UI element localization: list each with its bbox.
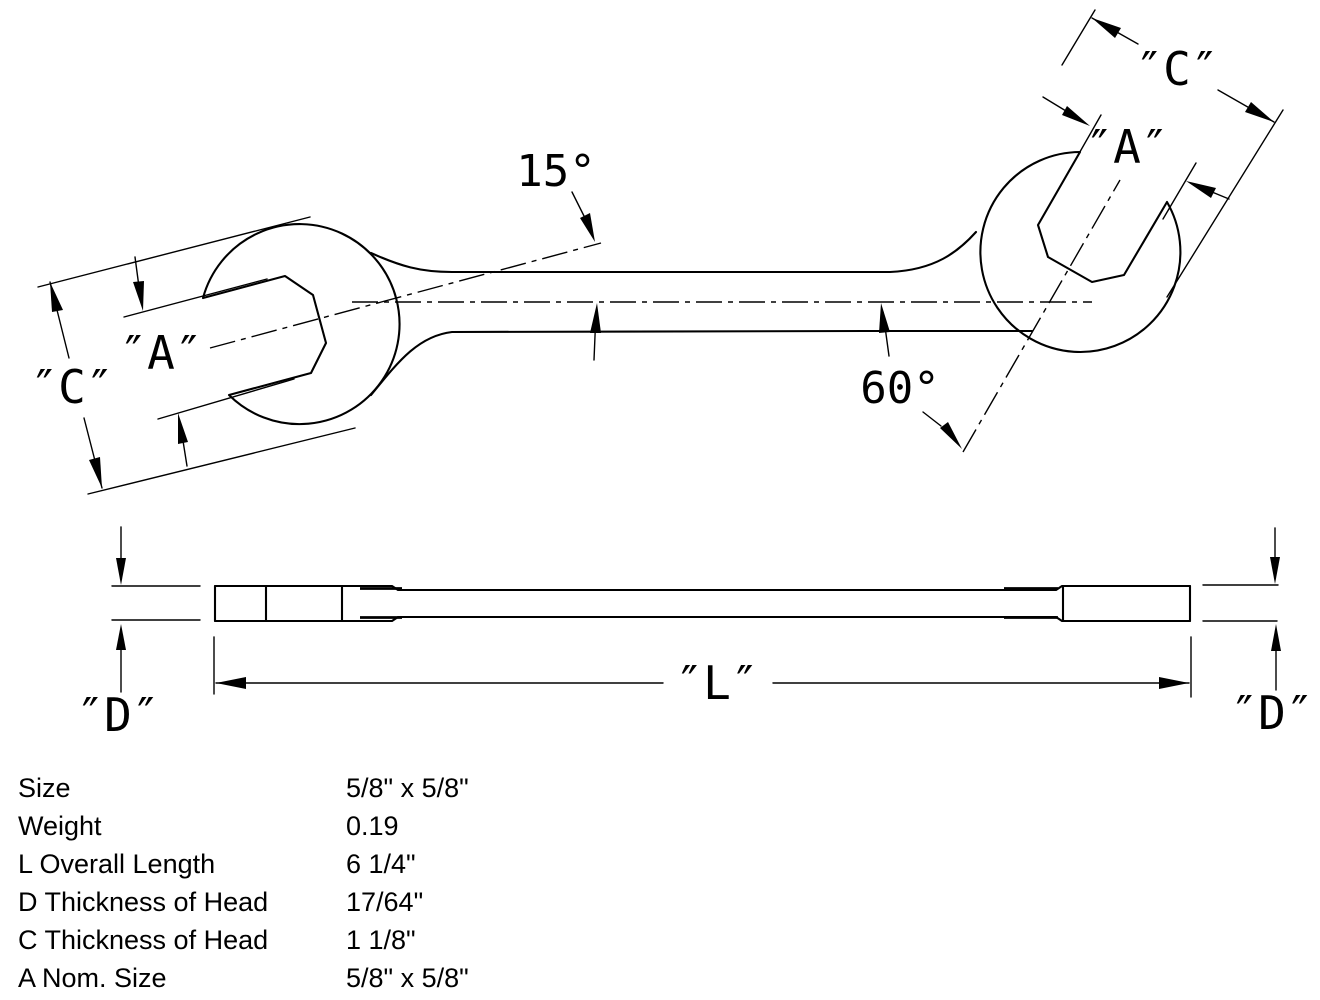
dim-a-left-arrow-top xyxy=(133,281,144,311)
angle-60-arrow xyxy=(940,422,962,449)
shaft-top-edge xyxy=(369,230,978,274)
dim-c-left-label: ″C″ xyxy=(30,360,113,414)
dim-c-right-arrow-top xyxy=(1092,18,1121,38)
dim-d-left-label: ″D″ xyxy=(76,688,159,742)
dim-d-left-arrow-top xyxy=(116,558,126,585)
dim-a-right-label: ″A″ xyxy=(1085,120,1168,174)
right-head-outline xyxy=(979,150,1182,354)
dim-a-right-tail-top xyxy=(1042,96,1067,112)
dim-a-left-arrow-bottom xyxy=(178,413,188,444)
spec-value-overall-length: 6 1/4" xyxy=(346,849,416,879)
dim-a-right-ext-bottom xyxy=(1162,162,1197,220)
dim-d-left: ″D″ xyxy=(76,526,201,742)
spec-label-a-nom-size: A Nom. Size xyxy=(18,963,167,993)
spec-value-weight: 0.19 xyxy=(346,811,399,841)
left-head-outline xyxy=(201,223,401,426)
dim-l-arrow-right xyxy=(1159,677,1189,689)
dim-a-left-ext-top xyxy=(123,278,268,318)
plan-view xyxy=(201,150,1182,453)
side-bottom-edge xyxy=(213,615,1192,623)
angle-15: 15° xyxy=(516,146,601,361)
dim-a-left-ext-bottom xyxy=(157,378,295,420)
spec-label-weight: Weight xyxy=(18,811,102,841)
dim-a-right-tail-bottom xyxy=(1211,191,1230,200)
spec-value-c-thickness: 1 1/8" xyxy=(346,925,416,955)
dim-c-right-ext-top xyxy=(1061,9,1096,66)
dim-c-left-arrow-bottom xyxy=(89,457,102,488)
spec-label-c-thickness: C Thickness of Head xyxy=(18,925,269,955)
right-head-axis-line xyxy=(962,179,1121,453)
dim-a-right-ext-top xyxy=(1076,114,1102,158)
spec-value-d-thickness: 17/64" xyxy=(346,887,424,917)
dim-c-right-arrow-bottom xyxy=(1245,102,1274,122)
dim-a-left: ″A″ xyxy=(119,256,295,467)
dim-a-right-arrow-bottom xyxy=(1186,181,1216,198)
angle-60: 60° xyxy=(860,303,962,449)
dim-a-right: ″A″ xyxy=(1042,96,1230,220)
dim-c-left-ext-bottom xyxy=(87,427,356,495)
dim-d-right-arrow-top xyxy=(1270,557,1280,584)
dim-d-right-arrow-bottom xyxy=(1271,624,1281,651)
wrench-technical-drawing: ″C″ ″A″ 15° 60° ″C″ xyxy=(30,9,1314,742)
angle-15-arrow xyxy=(580,213,595,242)
side-view xyxy=(213,584,1192,623)
side-top-edge xyxy=(213,584,1192,592)
angle-15-leader xyxy=(571,191,586,219)
dim-c-right: ″C″ xyxy=(1061,9,1284,298)
angle-60-label: 60° xyxy=(860,363,939,414)
angle-15-centerline-arrow xyxy=(590,303,601,333)
dim-c-left-ext-top xyxy=(37,216,311,288)
spec-value-size: 5/8" x 5/8" xyxy=(346,773,469,803)
dim-a-right-arrow-top xyxy=(1062,106,1090,126)
angle-15-label: 15° xyxy=(516,146,595,197)
left-head-axis-line xyxy=(209,242,602,349)
dim-a-left-label: ″A″ xyxy=(119,326,202,380)
dim-d-left-arrow-bottom xyxy=(116,624,126,650)
dim-c-left: ″C″ xyxy=(30,216,356,495)
dim-l-label: ″L″ xyxy=(675,656,758,710)
dim-c-right-label: ″C″ xyxy=(1135,42,1218,96)
spec-label-overall-length: L Overall Length xyxy=(18,849,216,879)
angle-60-centerline-arrow xyxy=(879,303,890,333)
spec-value-a-nom-size: 5/8" x 5/8" xyxy=(346,963,469,993)
spec-label-size: Size xyxy=(18,773,71,803)
dim-l: ″L″ xyxy=(213,636,1192,710)
dim-d-right-label: ″D″ xyxy=(1230,686,1313,740)
dim-l-arrow-left xyxy=(216,677,246,689)
dim-c-left-arrow-top xyxy=(50,282,63,312)
dim-d-right: ″D″ xyxy=(1202,527,1314,740)
dim-c-right-ext-bottom xyxy=(1166,109,1284,298)
spec-label-d-thickness: D Thickness of Head xyxy=(18,887,269,917)
angle-60-leader xyxy=(922,411,942,427)
